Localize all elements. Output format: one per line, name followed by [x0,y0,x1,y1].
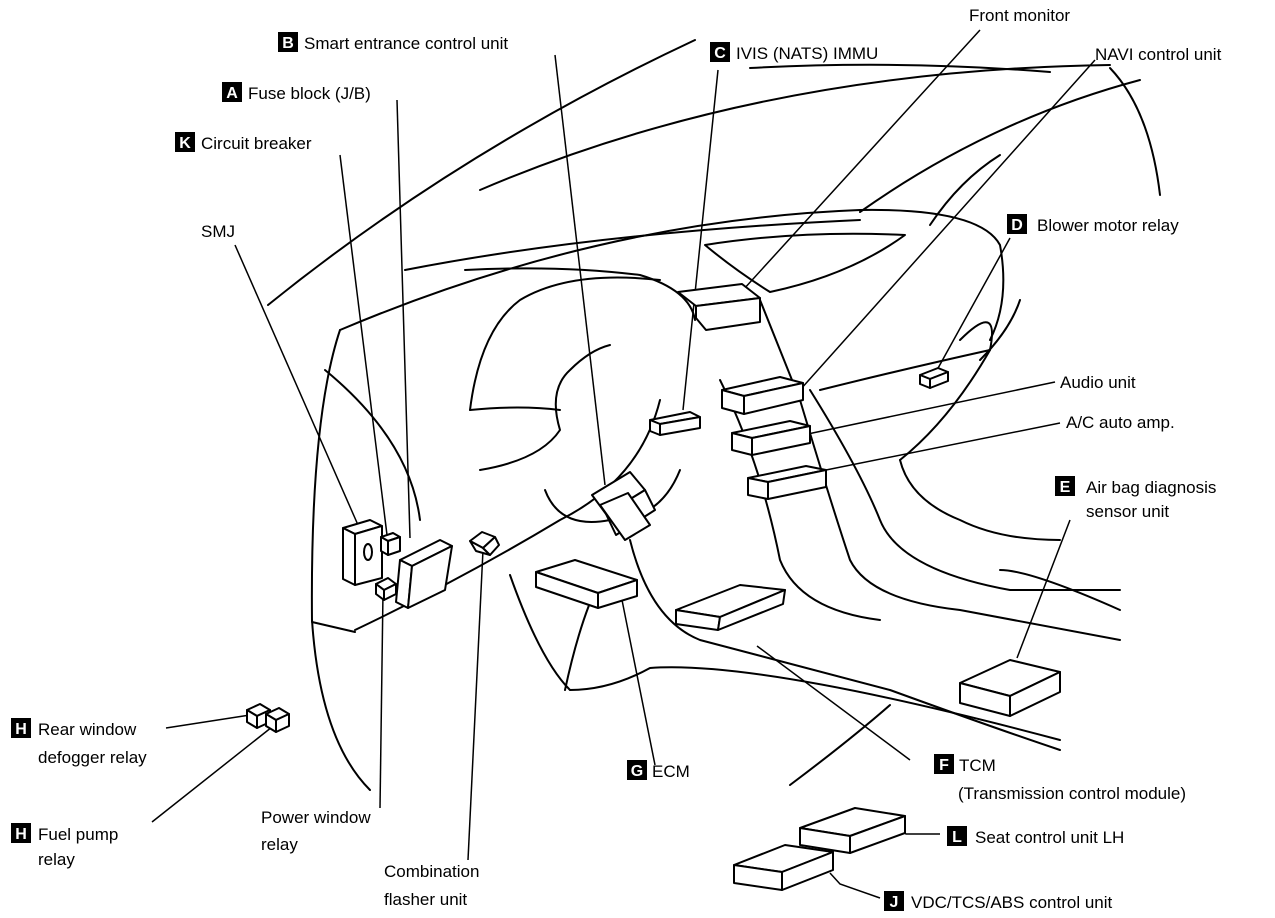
svg-text:Smart entrance control unit: Smart entrance control unit [304,34,508,53]
label-tcm: F TCM (Transmission control module) [934,754,1186,803]
label-combination-flasher: Combination flasher unit [384,862,479,909]
svg-text:Rear window: Rear window [38,720,137,739]
airbag-unit-component [960,660,1060,716]
blower-relay-component [920,368,948,388]
combination-flasher-component [470,532,499,555]
ac-amp-component [748,466,826,499]
svg-text:L: L [952,829,962,846]
label-rear-window-defogger-relay: H Rear window defogger relay [11,718,147,767]
svg-text:Fuel pump: Fuel pump [38,825,118,844]
label-circuit-breaker: K Circuit breaker [175,132,312,153]
ecm-component [536,560,637,608]
svg-text:Fuse block (J/B): Fuse block (J/B) [248,84,371,103]
label-smj: SMJ [201,222,235,241]
svg-text:D: D [1011,217,1023,234]
fuel-pump-relay-component [266,708,289,732]
svg-text:TCM: TCM [959,756,996,775]
label-blower-motor-relay: D Blower motor relay [1007,214,1179,235]
svg-text:flasher unit: flasher unit [384,890,467,909]
label-ecm: G ECM [627,760,690,781]
svg-text:E: E [1060,479,1071,496]
svg-text:defogger relay: defogger relay [38,748,147,767]
svg-text:ECM: ECM [652,762,690,781]
svg-text:(Transmission control module): (Transmission control module) [958,784,1186,803]
svg-text:K: K [179,135,191,152]
vdc-component [734,845,833,890]
navi-component [722,377,803,414]
label-air-bag-unit: E Air bag diagnosis sensor unit [1055,476,1216,521]
label-vdc-control-unit: J VDC/TCS/ABS control unit [884,891,1113,912]
svg-text:Power window: Power window [261,808,371,827]
circuit-breaker-component [381,533,400,555]
svg-text:G: G [631,763,643,780]
svg-text:H: H [15,721,27,738]
svg-text:C: C [714,45,726,62]
svg-text:relay: relay [38,850,75,869]
smart-entrance-component [592,472,655,540]
svg-text:Combination: Combination [384,862,479,881]
label-power-window-relay: Power window relay [261,808,371,854]
svg-text:Seat control unit LH: Seat control unit LH [975,828,1124,847]
svg-text:Air bag diagnosis: Air bag diagnosis [1086,478,1216,497]
label-navi-control-unit: NAVI control unit [1095,45,1222,64]
svg-text:Circuit breaker: Circuit breaker [201,134,312,153]
ivis-component [650,412,700,435]
label-audio-unit: Audio unit [1060,373,1136,392]
svg-text:IVIS (NATS) IMMU: IVIS (NATS) IMMU [736,44,878,63]
power-window-relay-component [376,578,396,600]
tcm-component [676,585,785,630]
label-ac-auto-amp: A/C auto amp. [1066,413,1175,432]
svg-text:relay: relay [261,835,298,854]
svg-text:B: B [282,35,294,52]
svg-text:F: F [939,757,949,774]
svg-text:J: J [890,894,899,911]
label-seat-control-unit: L Seat control unit LH [947,826,1124,847]
label-front-monitor: Front monitor [969,6,1070,25]
labels: Front monitor NAVI control unit B Smart … [11,6,1222,912]
svg-text:Blower motor relay: Blower motor relay [1037,216,1179,235]
label-fuel-pump-relay: H Fuel pump relay [11,823,118,869]
label-fuse-block: A Fuse block (J/B) [222,82,371,103]
fuse-block-component [396,540,452,608]
audio-component [732,421,810,455]
svg-text:A: A [226,85,238,102]
smj-component [343,520,382,585]
label-smart-entrance: B Smart entrance control unit [278,32,508,53]
components [247,284,1060,890]
svg-text:VDC/TCS/ABS control unit: VDC/TCS/ABS control unit [911,893,1113,912]
svg-text:H: H [15,826,27,843]
svg-text:sensor unit: sensor unit [1086,502,1169,521]
label-ivis: C IVIS (NATS) IMMU [710,42,878,63]
seat-control-component [800,808,905,853]
